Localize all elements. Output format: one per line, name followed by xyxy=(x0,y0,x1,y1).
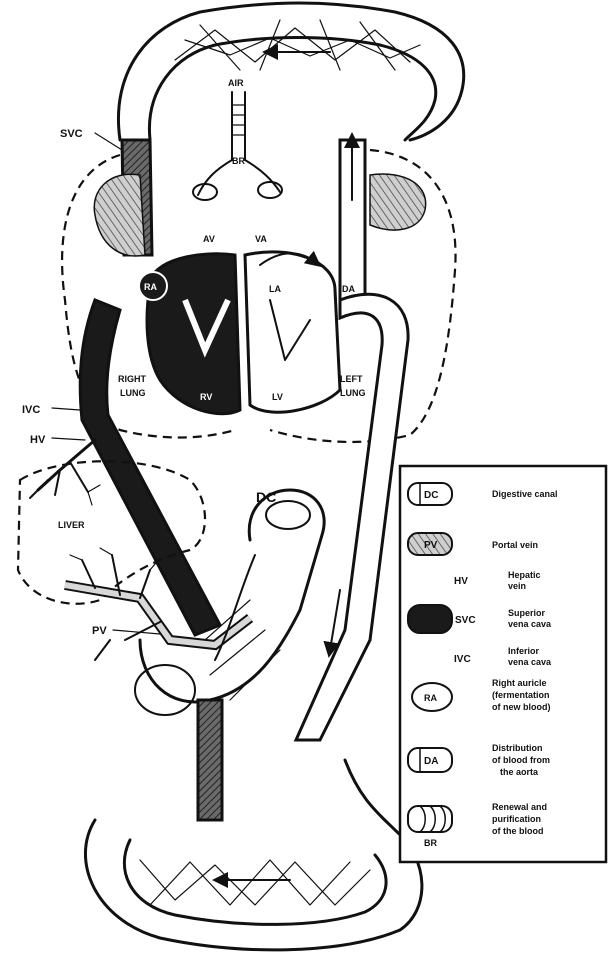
legend-ivc-text-2: vena cava xyxy=(508,657,552,667)
legend-dc-text: Digestive canal xyxy=(492,489,558,499)
label-air: AIR xyxy=(228,78,244,88)
legend-dc-code: DC xyxy=(424,490,438,501)
lower-portal-vessel xyxy=(198,700,222,820)
label-ivc: IVC xyxy=(22,404,40,416)
label-br-top: BR xyxy=(232,156,245,166)
legend-da-text-3: the aorta xyxy=(500,767,539,777)
legend: DC Digestive canal PV Portal vein HV Hep… xyxy=(400,466,606,862)
legend-hv-text-2: vein xyxy=(508,581,526,591)
legend-ra-text-2: (fermentation xyxy=(492,690,550,700)
label-pv: PV xyxy=(92,625,107,637)
legend-ivc-text-1: Inferior xyxy=(508,646,540,656)
trachea-bronchi xyxy=(193,92,282,200)
legend-da-text-2: of blood from xyxy=(492,755,550,765)
legend-ivc-code: IVC xyxy=(454,654,471,665)
legend-ra-text-3: of new blood) xyxy=(492,702,551,712)
label-la: LA xyxy=(269,284,281,294)
label-left-lung-2: LUNG xyxy=(340,388,366,398)
label-da: DA xyxy=(342,284,355,294)
label-left-lung-1: LEFT xyxy=(340,374,363,384)
legend-br-text-2: purification xyxy=(492,814,541,824)
legend-ra-text-1: Right auricle xyxy=(492,678,547,688)
legend-da-text-1: Distribution xyxy=(492,743,543,753)
legend-da-code: DA xyxy=(424,756,438,767)
legend-br-code: BR xyxy=(424,838,437,848)
label-rv: RV xyxy=(200,392,212,402)
hepatic-vein-branches xyxy=(30,440,100,505)
label-va: VA xyxy=(255,234,267,244)
legend-br-text-1: Renewal and xyxy=(492,802,547,812)
label-ra: RA xyxy=(144,282,157,292)
label-svc: SVC xyxy=(60,128,83,140)
legend-hv-text-1: Hepatic xyxy=(508,570,541,580)
lower-capillary-loop xyxy=(85,760,421,950)
legend-svc-symbol xyxy=(408,605,452,633)
left-lung-lobe xyxy=(370,174,426,230)
upper-capillary-loop xyxy=(118,3,463,140)
label-right-lung-2: LUNG xyxy=(120,388,146,398)
legend-pv-text: Portal vein xyxy=(492,540,538,550)
legend-hv-code: HV xyxy=(454,576,468,587)
label-av: AV xyxy=(203,234,215,244)
legend-pv-code: PV xyxy=(424,540,438,551)
label-liver: LIVER xyxy=(58,520,85,530)
legend-ra-code: RA xyxy=(424,693,437,703)
label-right-lung-1: RIGHT xyxy=(118,374,147,384)
label-lv: LV xyxy=(272,392,283,402)
legend-svc-text-2: vena cava xyxy=(508,619,552,629)
legend-br-text-3: of the blood xyxy=(492,826,544,836)
right-lung-lobe xyxy=(94,174,145,256)
legend-svc-text-1: Superior xyxy=(508,608,546,618)
legend-svc-code: SVC xyxy=(455,615,476,626)
heart xyxy=(147,252,340,414)
label-hv: HV xyxy=(30,434,46,446)
label-dc: DC xyxy=(256,489,276,505)
